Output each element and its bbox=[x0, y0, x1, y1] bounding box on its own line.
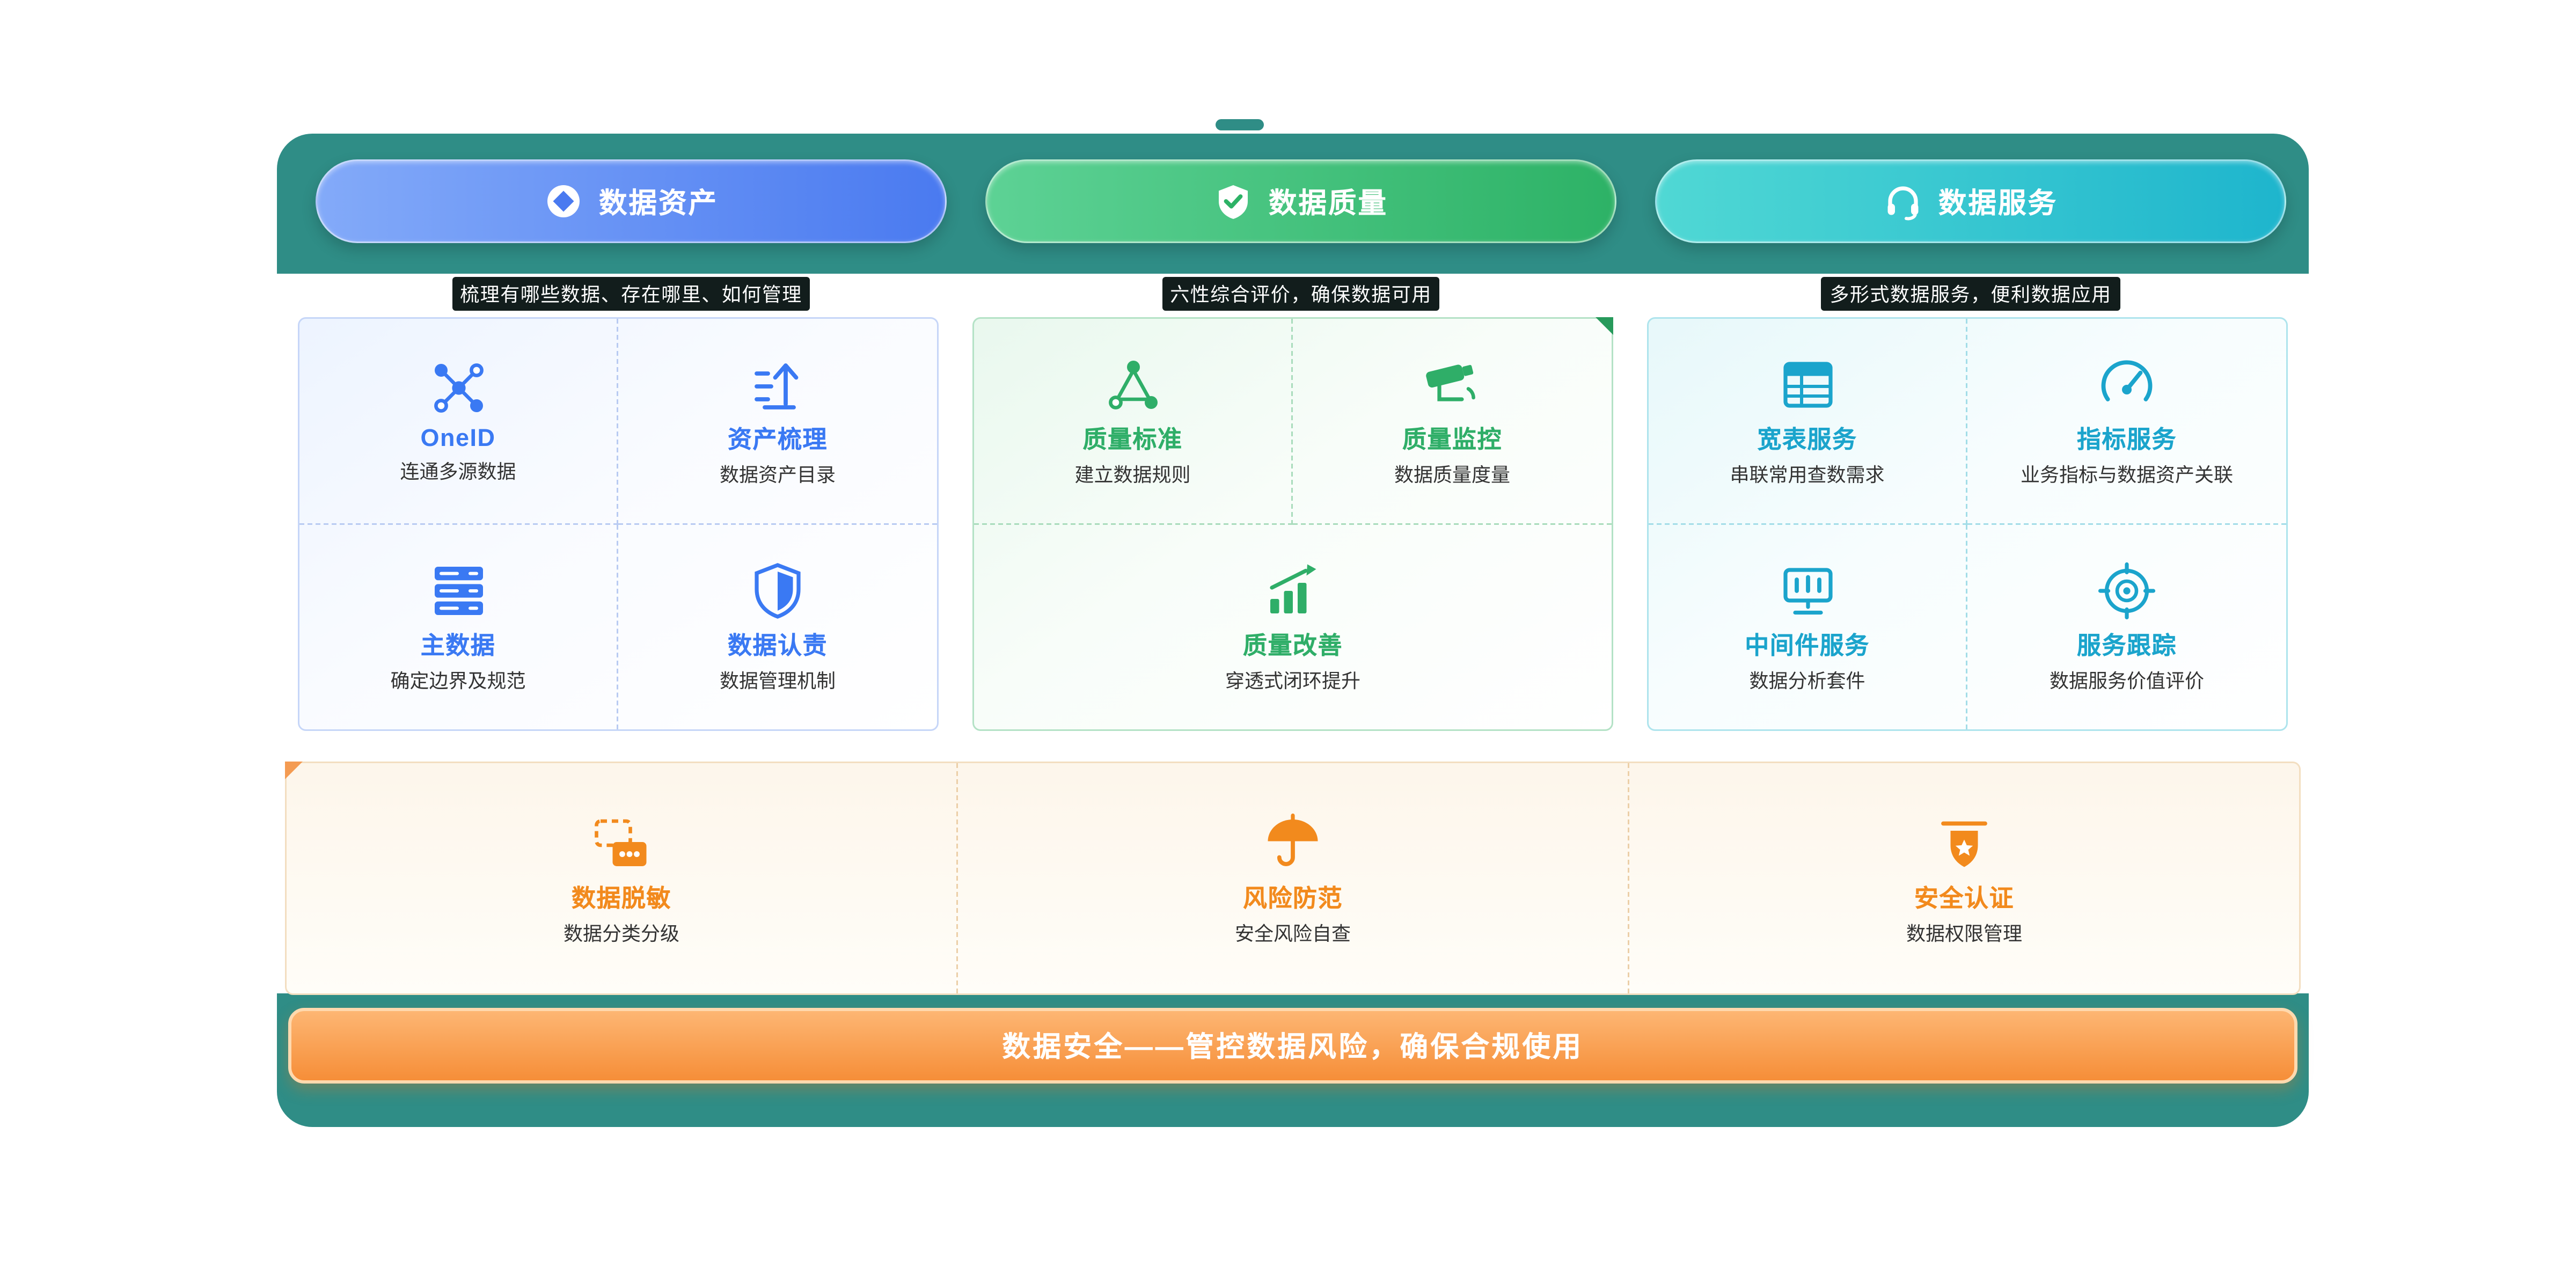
middleware-icon bbox=[1775, 559, 1840, 624]
card-title: 中间件服务 bbox=[1745, 633, 1870, 661]
card-title: 质量标准 bbox=[1082, 427, 1183, 455]
card-title: 质量监控 bbox=[1402, 427, 1502, 455]
pillar-button-label: 数据资产 bbox=[599, 186, 718, 218]
card-desc: 确定边界及规范 bbox=[390, 670, 526, 693]
card-quality-improvement: 质量改善 穿透式闭环提升 bbox=[974, 524, 1612, 730]
umbrella-icon bbox=[1261, 811, 1325, 875]
card-title: 质量改善 bbox=[1242, 633, 1343, 661]
card-middleware-service: 中间件服务 数据分析套件 bbox=[1649, 524, 1967, 729]
pillar-subtitle-services: 多形式数据服务，便利数据应用 bbox=[1821, 277, 2120, 311]
card-security-certification: 安全认证 数据权限管理 bbox=[1628, 763, 2299, 993]
pillar-button-label: 数据服务 bbox=[1938, 186, 2058, 218]
card-desc: 数据资产目录 bbox=[719, 464, 836, 487]
pillar-subtitle-row: 梳理有哪些数据、存在哪里、如何管理 六性综合评价，确保数据可用 多形式数据服务，… bbox=[316, 277, 2286, 311]
card-title: 资产梳理 bbox=[727, 427, 828, 455]
asset-catalog-icon bbox=[745, 353, 810, 418]
shield-icon bbox=[745, 559, 810, 624]
card-master-data: 主数据 确定边界及规范 bbox=[299, 524, 618, 729]
network-nodes-icon bbox=[426, 356, 491, 421]
quality-panel: 质量标准 建立数据规则 质量监控 数据质量度量 bbox=[972, 317, 1613, 731]
card-title: 服务跟踪 bbox=[2076, 633, 2177, 661]
card-desc: 串联常用查数需求 bbox=[1730, 464, 1885, 487]
master-data-icon bbox=[426, 559, 491, 624]
pillar-button-data-services[interactable]: 数据服务 bbox=[1655, 159, 2286, 243]
gauge-icon bbox=[2095, 353, 2159, 418]
card-title: 安全认证 bbox=[1914, 884, 2014, 912]
card-quality-monitoring: 质量监控 数据质量度量 bbox=[1293, 319, 1612, 524]
card-title: 指标服务 bbox=[2076, 427, 2177, 455]
card-service-tracking: 服务跟踪 数据服务价值评价 bbox=[1967, 524, 2286, 730]
gem-icon bbox=[544, 182, 583, 221]
card-desc: 数据服务价值评价 bbox=[2049, 670, 2204, 693]
rules-network-icon bbox=[1101, 353, 1165, 418]
card-title: 数据认责 bbox=[727, 633, 828, 661]
pillar-header-row: 数据资产 数据质量 数据服务 bbox=[316, 159, 2286, 243]
card-desc: 业务指标与数据资产关联 bbox=[2020, 464, 2233, 487]
pillar-button-data-quality[interactable]: 数据质量 bbox=[985, 159, 1616, 243]
pillar-subtitle-assets: 梳理有哪些数据、存在哪里、如何管理 bbox=[452, 277, 810, 311]
pillar-button-data-assets[interactable]: 数据资产 bbox=[316, 159, 947, 243]
top-accent-tab bbox=[1216, 119, 1264, 130]
growth-chart-icon bbox=[1261, 559, 1325, 624]
data-mask-icon bbox=[589, 811, 654, 875]
card-title: 风险防范 bbox=[1242, 884, 1343, 912]
card-desc: 数据分析套件 bbox=[1749, 670, 1865, 693]
pillar-subtitle-quality: 六性综合评价，确保数据可用 bbox=[1162, 277, 1440, 311]
card-title: 宽表服务 bbox=[1757, 427, 1857, 455]
card-desc: 建立数据规则 bbox=[1074, 464, 1191, 487]
card-title: OneID bbox=[420, 425, 496, 453]
card-risk-prevention: 风险防范 安全风险自查 bbox=[956, 763, 1628, 993]
pillar-button-label: 数据质量 bbox=[1269, 186, 1388, 218]
card-title: 数据脱敏 bbox=[571, 884, 671, 912]
corner-fold-icon bbox=[1596, 317, 1613, 335]
card-desc: 数据分类分级 bbox=[563, 921, 679, 945]
security-panel: 数据脱敏 数据分类分级 风险防范 安全风险自查 安全 bbox=[285, 762, 2301, 995]
target-icon bbox=[2095, 559, 2159, 624]
card-wide-table-service: 宽表服务 串联常用查数需求 bbox=[1649, 319, 1967, 524]
card-desc: 数据权限管理 bbox=[1906, 921, 2022, 945]
card-oneid: OneID 连通多源数据 bbox=[299, 319, 618, 524]
cctv-camera-icon bbox=[1420, 353, 1484, 418]
card-metric-service: 指标服务 业务指标与数据资产关联 bbox=[1967, 319, 2286, 524]
card-desc: 数据管理机制 bbox=[719, 670, 836, 693]
security-badge-icon bbox=[1932, 811, 1996, 875]
security-banner-label: 数据安全——管控数据风险，确保合规使用 bbox=[1002, 1030, 1584, 1063]
security-banner: 数据安全——管控数据风险，确保合规使用 bbox=[288, 1008, 2297, 1084]
capability-panels-row: OneID 连通多源数据 资产梳理 数据资产目录 bbox=[298, 317, 2288, 731]
card-desc: 穿透式闭环提升 bbox=[1225, 670, 1360, 693]
card-desc: 连通多源数据 bbox=[400, 460, 516, 484]
card-asset-sorting: 资产梳理 数据资产目录 bbox=[618, 319, 937, 524]
card-data-accountability: 数据认责 数据管理机制 bbox=[618, 524, 937, 730]
card-title: 主数据 bbox=[420, 633, 496, 661]
corner-fold-icon bbox=[285, 762, 303, 779]
services-panel: 宽表服务 串联常用查数需求 指标服务 业务指标与数据资产关联 bbox=[1647, 317, 2288, 731]
card-quality-standard: 质量标准 建立数据规则 bbox=[974, 319, 1293, 524]
shield-check-icon bbox=[1214, 182, 1253, 221]
card-desc: 安全风险自查 bbox=[1234, 921, 1351, 945]
headset-icon bbox=[1884, 182, 1922, 221]
card-data-masking: 数据脱敏 数据分类分级 bbox=[287, 763, 956, 993]
wide-table-icon bbox=[1775, 353, 1840, 418]
card-desc: 数据质量度量 bbox=[1394, 464, 1510, 487]
assets-panel: OneID 连通多源数据 资产梳理 数据资产目录 bbox=[298, 317, 939, 731]
